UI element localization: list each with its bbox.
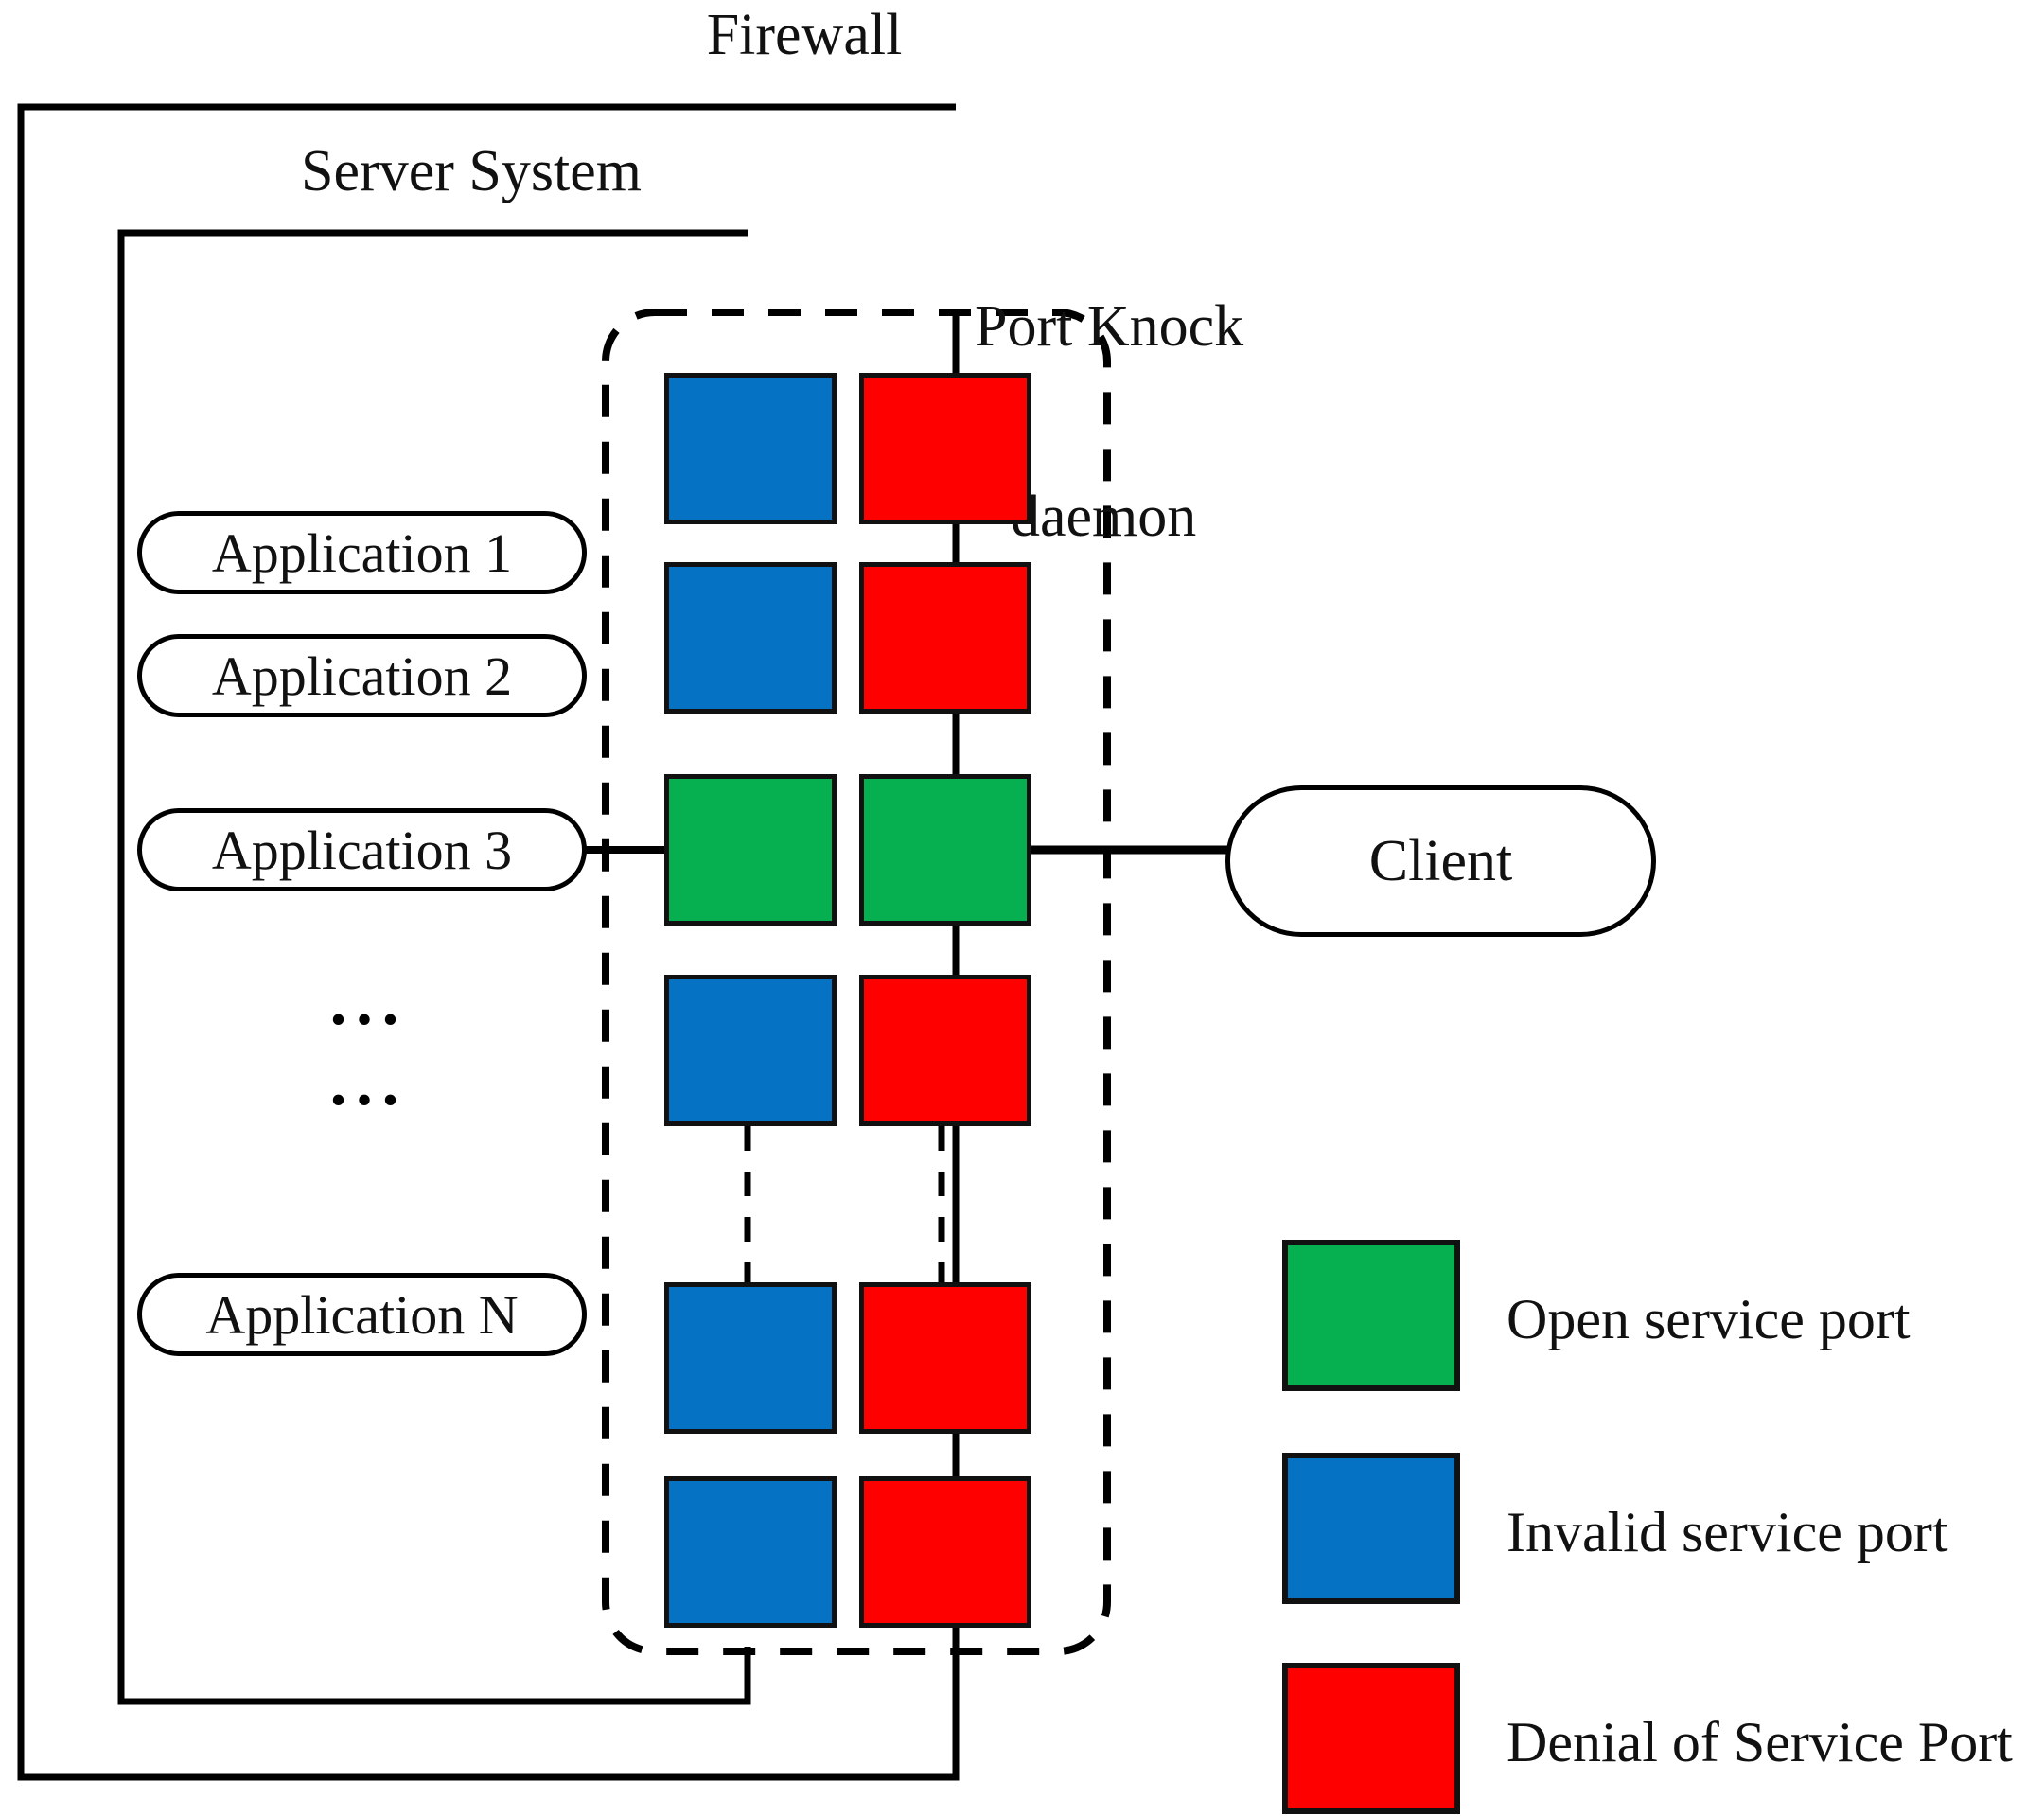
port-square-r3-left[interactable] — [664, 774, 837, 926]
legend-swatch-open-service-port — [1282, 1240, 1460, 1391]
legend-swatch-invalid-service-port — [1282, 1453, 1460, 1604]
port-square-r2-left[interactable] — [664, 562, 837, 714]
application-3-node[interactable]: Application 3 — [137, 808, 587, 891]
port-square-r1-right[interactable] — [859, 373, 1031, 524]
legend-label-invalid-service-port: Invalid service port — [1507, 1501, 1948, 1563]
port-square-r1-left[interactable] — [664, 373, 837, 524]
port-knock-daemon-title-line2: daemon — [1011, 484, 1197, 549]
legend-swatch-denial-of-service-port — [1282, 1663, 1460, 1814]
port-knock-daemon-title-line1: Port Knock — [975, 293, 1244, 359]
port-square-r2-right[interactable] — [859, 562, 1031, 714]
client-node[interactable]: Client — [1225, 785, 1656, 937]
port-square-r6-left[interactable] — [664, 1476, 837, 1628]
applications-ellipsis-row-1: ... — [329, 966, 409, 1039]
application-1-node[interactable]: Application 1 — [137, 511, 587, 594]
server-system-title: Server System — [301, 139, 642, 203]
port-square-r6-right[interactable] — [859, 1476, 1031, 1628]
port-square-r4-right[interactable] — [859, 975, 1031, 1126]
port-square-r3-right[interactable] — [859, 774, 1031, 926]
application-2-node[interactable]: Application 2 — [137, 634, 587, 717]
port-square-r5-right[interactable] — [859, 1282, 1031, 1434]
port-knock-daemon-boundary — [602, 309, 1111, 1655]
legend-label-open-service-port: Open service port — [1507, 1288, 1911, 1350]
legend-label-denial-of-service-port: Denial of Service Port — [1507, 1711, 2013, 1773]
server-system-boundary — [117, 229, 751, 1705]
firewall-title: Firewall — [706, 3, 903, 67]
port-square-r4-left[interactable] — [664, 975, 837, 1126]
application-n-node[interactable]: Application N — [137, 1273, 587, 1356]
applications-ellipsis-row-2: ... — [329, 1047, 409, 1120]
port-knock-daemon-title: Port Knock daemon — [975, 168, 1372, 676]
port-square-r5-left[interactable] — [664, 1282, 837, 1434]
